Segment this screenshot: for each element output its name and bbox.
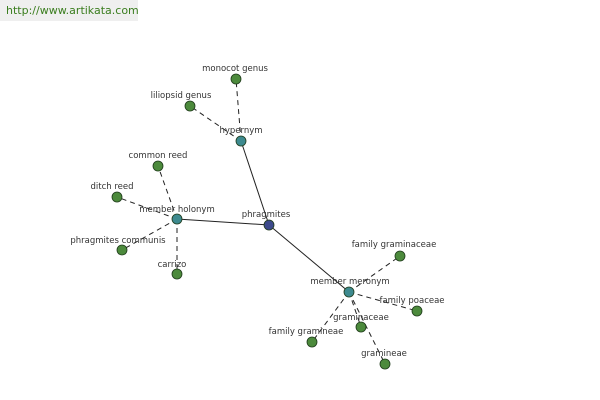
node-hypernym[interactable]: [235, 135, 247, 147]
node-graminaceae[interactable]: [355, 321, 367, 333]
node-liliopsid-genus[interactable]: [184, 100, 196, 112]
label-phragmites: phragmites: [242, 210, 291, 220]
label-member-holonym: member holonym: [139, 205, 214, 215]
edge-liliopsid-genus: [189, 105, 242, 142]
edge-graminaceae: [348, 291, 362, 328]
edge-ditch-reed: [116, 196, 178, 220]
edge-member-holonym: [176, 218, 270, 226]
edge-gramineae: [348, 291, 386, 365]
graph-labels: phragmites hypernym member holonym member m…: [70, 64, 444, 359]
node-family-poaceae[interactable]: [411, 305, 423, 317]
node-carrizo[interactable]: [171, 268, 183, 280]
label-carrizo: carrizo: [158, 260, 187, 270]
node-common-reed[interactable]: [152, 160, 164, 172]
edge-member-meronym: [268, 224, 350, 293]
label-hypernym: hypernym: [219, 126, 262, 136]
label-family-poaceae: family poaceae: [379, 296, 444, 306]
node-monocot-genus[interactable]: [230, 73, 242, 85]
label-gramineae: gramineae: [361, 349, 407, 359]
label-family-graminaceae: family graminaceae: [352, 240, 437, 250]
label-member-meronym: member meronym: [310, 277, 389, 287]
edge-family-gramineae: [311, 291, 350, 343]
edge-common-reed: [157, 165, 178, 220]
node-ditch-reed[interactable]: [111, 191, 123, 203]
edge-family-graminaceae: [348, 255, 401, 293]
edge-hypernym: [240, 140, 270, 226]
node-member-meronym[interactable]: [343, 286, 355, 298]
node-member-holonym[interactable]: [171, 213, 183, 225]
edge-phragmites-communis: [121, 218, 178, 251]
label-ditch-reed: ditch reed: [90, 182, 133, 192]
label-monocot-genus: monocot genus: [202, 64, 268, 74]
url-banner[interactable]: http://www.artikata.com: [0, 0, 139, 21]
node-phragmites[interactable]: [263, 219, 275, 231]
label-common-reed: common reed: [129, 151, 188, 161]
node-family-gramineae[interactable]: [306, 336, 318, 348]
node-family-graminaceae[interactable]: [394, 250, 406, 262]
graph-nodes: [111, 73, 423, 370]
node-gramineae[interactable]: [379, 358, 391, 370]
label-phragmites-communis: phragmites communis: [70, 236, 166, 246]
label-liliopsid-genus: liliopsid genus: [151, 91, 212, 101]
graph-edges: [116, 78, 418, 365]
label-family-gramineae: family gramineae: [269, 327, 344, 337]
node-phragmites-communis[interactable]: [116, 244, 128, 256]
label-graminaceae: graminaceae: [333, 313, 389, 323]
edge-monocot-genus: [235, 78, 242, 142]
edge-family-poaceae: [348, 291, 418, 312]
